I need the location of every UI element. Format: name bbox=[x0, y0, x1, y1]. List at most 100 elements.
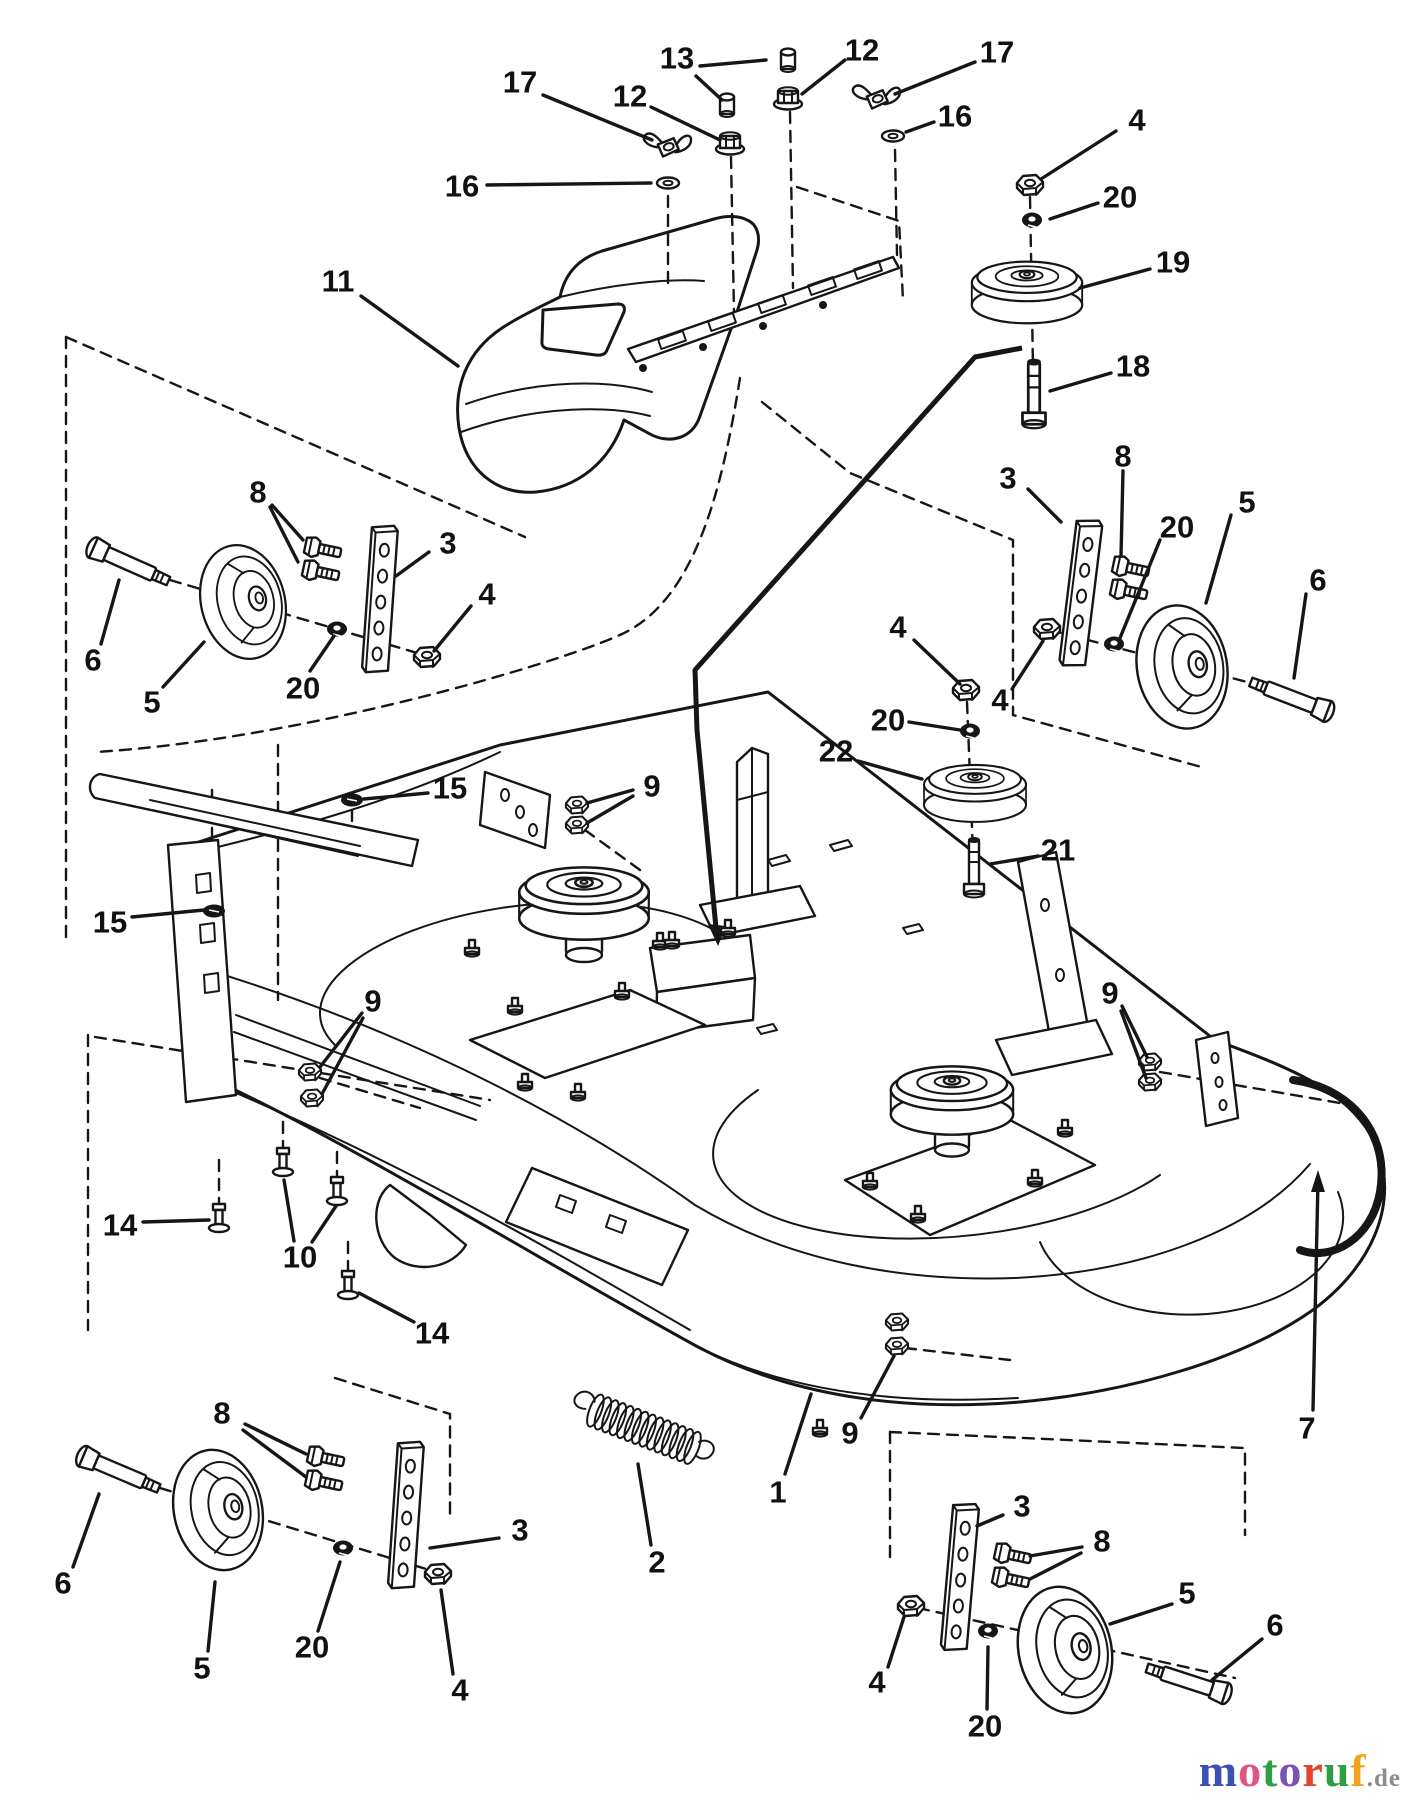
tension-spring bbox=[573, 1390, 715, 1465]
leader-line bbox=[1292, 592, 1308, 680]
leader-line bbox=[1028, 1551, 1083, 1581]
callout-label-4: 4 bbox=[868, 1665, 886, 1700]
part-axle-bolt-icon bbox=[82, 534, 175, 593]
part-hex-nut-icon bbox=[896, 1594, 926, 1618]
leader-line bbox=[485, 181, 653, 187]
callout-label-20: 20 bbox=[1103, 180, 1137, 215]
callout-label-15: 15 bbox=[433, 771, 467, 806]
part-hex-nut-icon bbox=[297, 1062, 323, 1082]
leader-line bbox=[1048, 371, 1113, 393]
leader-line bbox=[1078, 267, 1152, 290]
part-flange-nut-icon bbox=[714, 130, 746, 156]
callout-label-6: 6 bbox=[84, 643, 101, 678]
callout-label-6: 6 bbox=[54, 1566, 71, 1601]
leader-line bbox=[585, 794, 635, 825]
leader-line bbox=[649, 105, 722, 142]
part-hex-nut-icon bbox=[564, 795, 590, 815]
part-bolt-icon bbox=[305, 1443, 347, 1473]
callout-label-20: 20 bbox=[871, 703, 905, 738]
part-stud-icon bbox=[463, 938, 481, 958]
leader-line bbox=[1028, 1545, 1084, 1558]
part-adjust-bar-icon bbox=[939, 1500, 981, 1654]
leader-line bbox=[357, 1291, 416, 1324]
belt-guide bbox=[1289, 1076, 1386, 1258]
part-wing-nut-icon bbox=[641, 122, 695, 162]
leader-line bbox=[904, 120, 936, 134]
callout-label-9: 9 bbox=[1101, 976, 1118, 1011]
callout-label-9: 9 bbox=[364, 984, 381, 1019]
callout-label-5: 5 bbox=[143, 685, 160, 720]
part-lock-washer-icon bbox=[977, 1622, 999, 1640]
leader-line bbox=[308, 634, 336, 673]
part-hex-nut-icon bbox=[1032, 617, 1062, 641]
part-pulley-icon bbox=[970, 260, 1084, 325]
leader-line bbox=[800, 58, 847, 96]
part-stud-icon bbox=[569, 1082, 587, 1102]
callout-label-14: 14 bbox=[415, 1316, 450, 1351]
leader-line bbox=[859, 1354, 896, 1420]
part-bolt-icon bbox=[302, 534, 344, 564]
callout-label-8: 8 bbox=[249, 475, 266, 510]
part-stud-icon bbox=[1056, 1118, 1074, 1138]
part-screw-icon bbox=[271, 1146, 295, 1178]
leader-line bbox=[541, 93, 654, 142]
callout-label-8: 8 bbox=[1093, 1524, 1110, 1559]
leader-line bbox=[1120, 1004, 1149, 1059]
leader-line bbox=[1119, 469, 1125, 558]
callout-label-6: 6 bbox=[1266, 1608, 1283, 1643]
part-lock-washer-icon bbox=[332, 1539, 354, 1557]
leader-line bbox=[130, 908, 206, 919]
leader-line bbox=[1039, 129, 1118, 181]
callout-label-4: 4 bbox=[451, 1673, 469, 1708]
callout-label-20: 20 bbox=[1160, 510, 1194, 545]
leader-line bbox=[310, 1204, 338, 1244]
watermark-letter: r bbox=[1302, 1745, 1324, 1796]
callout-label-20: 20 bbox=[295, 1630, 329, 1665]
leader-line bbox=[985, 1645, 990, 1711]
part-screw-icon bbox=[336, 1269, 360, 1301]
leader-line bbox=[270, 503, 305, 542]
callout-label-14: 14 bbox=[103, 1208, 138, 1243]
leader-line bbox=[975, 1513, 1005, 1528]
part-spacer-icon bbox=[779, 47, 797, 74]
part-hex-nut-icon bbox=[1137, 1072, 1163, 1092]
callout-label-20: 20 bbox=[968, 1709, 1002, 1744]
leader-line bbox=[1026, 487, 1063, 524]
callout-label-1: 1 bbox=[769, 1475, 786, 1510]
deck-shell bbox=[88, 690, 1387, 1407]
leader-line bbox=[1119, 1009, 1148, 1080]
callout-label-5: 5 bbox=[193, 1651, 210, 1686]
leader-line bbox=[1010, 639, 1045, 691]
leader-line bbox=[1210, 1637, 1264, 1682]
callout-label-16: 16 bbox=[938, 99, 972, 134]
part-hex-nut-icon bbox=[884, 1336, 910, 1356]
part-spacer-icon bbox=[718, 92, 736, 119]
leader-line bbox=[636, 1462, 653, 1547]
callout-label-4: 4 bbox=[889, 610, 907, 645]
callout-label-9: 9 bbox=[841, 1416, 858, 1451]
part-hex-nut-icon bbox=[564, 815, 590, 835]
callout-label-3: 3 bbox=[511, 1513, 528, 1548]
part-washer-icon bbox=[880, 129, 906, 143]
leader-line bbox=[282, 1178, 296, 1243]
callout-label-22: 22 bbox=[819, 734, 853, 769]
callout-label-15: 15 bbox=[93, 905, 127, 940]
leader-line bbox=[359, 294, 460, 368]
part-stud-icon bbox=[506, 996, 524, 1016]
leader-line bbox=[394, 550, 431, 578]
part-wheel-icon bbox=[1125, 596, 1239, 738]
leader-line bbox=[1204, 513, 1233, 605]
callout-label-4: 4 bbox=[991, 683, 1009, 718]
part-plug-icon bbox=[340, 792, 364, 808]
callout-label-7: 7 bbox=[1298, 1411, 1315, 1446]
part-axle-bolt-icon bbox=[72, 1442, 165, 1500]
callout-label-19: 19 bbox=[1156, 245, 1190, 280]
leader-line bbox=[241, 1428, 308, 1479]
part-stud-icon bbox=[516, 1072, 534, 1092]
part-washer-icon bbox=[655, 176, 681, 190]
watermark-letter: u bbox=[1323, 1745, 1351, 1796]
leader-line bbox=[71, 1492, 101, 1569]
leader-line bbox=[585, 788, 635, 805]
